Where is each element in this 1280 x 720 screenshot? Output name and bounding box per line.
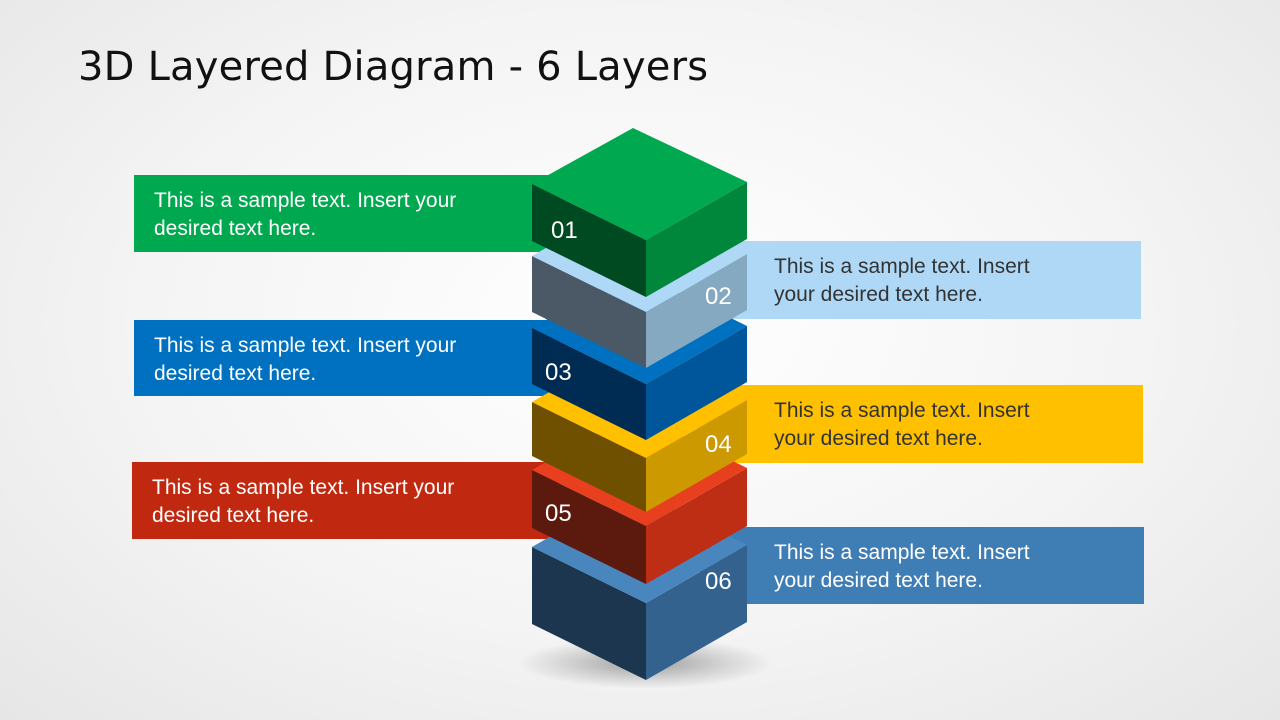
layer-3-right-face bbox=[646, 326, 747, 440]
layer-6-right-face bbox=[646, 545, 747, 680]
layer-4-text-line-1: This is a sample text. Insert bbox=[774, 399, 1030, 422]
layer-1-block[interactable]: 01 bbox=[532, 128, 747, 297]
layer-4-number: 04 bbox=[705, 431, 732, 458]
layer-5-text-box[interactable]: This is a sample text. Insert your desir… bbox=[132, 462, 559, 539]
layer-6-text-line-1: This is a sample text. Insert bbox=[774, 541, 1030, 564]
layer-4-right-face bbox=[646, 400, 747, 512]
layer-2-number: 02 bbox=[705, 283, 732, 310]
layer-1-left-face bbox=[532, 184, 646, 297]
layer-1-number: 01 bbox=[551, 217, 578, 244]
slide-title: 3D Layered Diagram - 6 Layers bbox=[78, 44, 709, 90]
layer-2-text-line-2: your desired text here. bbox=[774, 283, 983, 306]
layer-4-text-line-2: your desired text here. bbox=[774, 427, 983, 450]
layer-3-text-box[interactable]: This is a sample text. Insert your desir… bbox=[134, 320, 559, 396]
layer-3-text-line-1: This is a sample text. Insert your bbox=[154, 334, 457, 357]
layer-6-left-face bbox=[532, 547, 646, 680]
layer-1-text-line-1: This is a sample text. Insert your bbox=[154, 189, 457, 212]
layer-1-text-line-2: desired text here. bbox=[154, 217, 317, 240]
layer-5-right-face bbox=[646, 468, 747, 584]
layer-6-text-box[interactable]: This is a sample text. Insert your desir… bbox=[700, 527, 1144, 604]
layer-4-text-box[interactable]: This is a sample text. Insert your desir… bbox=[700, 385, 1143, 463]
layer-5-number: 05 bbox=[545, 500, 572, 527]
layer-2-right-face bbox=[646, 254, 747, 368]
layer-1-top-face bbox=[532, 128, 747, 240]
layer-6-number: 06 bbox=[705, 568, 732, 595]
layer-5-left-face bbox=[532, 470, 646, 584]
layer-2-left-face bbox=[532, 256, 646, 368]
layer-5-text-line-1: This is a sample text. Insert your bbox=[152, 476, 455, 499]
layer-5-text-line-2: desired text here. bbox=[152, 504, 315, 527]
layer-1-text-box[interactable]: This is a sample text. Insert your desir… bbox=[134, 175, 559, 252]
layer-1-right-face bbox=[646, 182, 747, 297]
layer-6-text-line-2: your desired text here. bbox=[774, 569, 983, 592]
layer-3-left-face bbox=[532, 328, 646, 440]
layer-2-text-line-1: This is a sample text. Insert bbox=[774, 255, 1030, 278]
layer-3-text-line-2: desired text here. bbox=[154, 362, 317, 385]
layer-2-text-box[interactable]: This is a sample text. Insert your desir… bbox=[700, 241, 1141, 319]
layer-3-number: 03 bbox=[545, 359, 572, 386]
layer-4-left-face bbox=[532, 402, 646, 512]
